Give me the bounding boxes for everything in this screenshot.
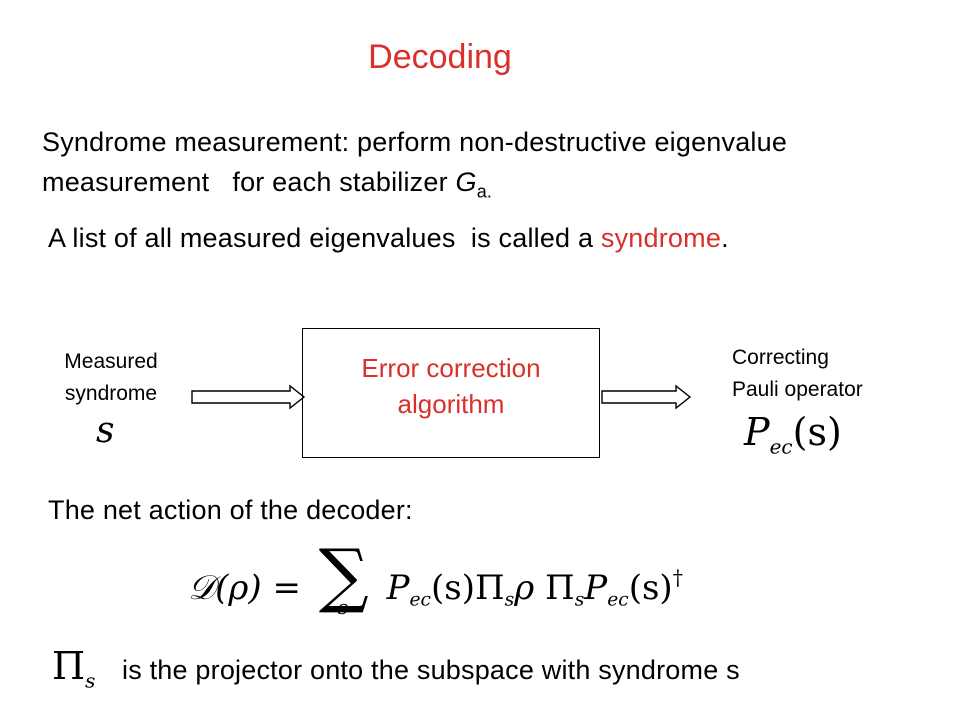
formula-P2: P <box>584 568 608 608</box>
syndrome-measurement-text: Syndrome measurement: perform non-destru… <box>42 122 787 211</box>
stabilizer-symbol: G <box>455 167 477 197</box>
error-correction-label-line2: algorithm <box>397 389 505 419</box>
formula-P1-arg: (s) <box>431 568 475 608</box>
syndrome-keyword: syndrome <box>600 223 722 253</box>
sigma-symbol: ∑ <box>318 534 369 616</box>
error-correction-box <box>302 328 600 458</box>
error-correction-label: Error correction algorithm <box>302 350 600 422</box>
input-label: Measured syndrome <box>46 346 176 410</box>
operator-subscript: ec <box>769 434 793 459</box>
projector-pi: Π <box>52 644 86 688</box>
sigma-index: s <box>337 595 349 619</box>
output-label: Correcting Pauli operator <box>732 342 863 406</box>
projector-pi-sub: s <box>85 668 96 693</box>
syndrome-measurement-line2-text: measurement for each stabilizer <box>42 167 456 197</box>
input-arrow <box>191 384 306 410</box>
decoder-formula: 𝒟(ρ) = ∑s Pec(s)Πsρ ΠsPec(s)† <box>188 535 683 641</box>
operator-P: P <box>744 410 770 454</box>
formula-P2-arg: (s) <box>628 568 673 608</box>
syndrome-measurement-line2: measurement for each stabilizer Ga. <box>42 162 787 211</box>
error-correction-label-line1: Error correction <box>361 353 541 383</box>
summation: ∑s <box>312 535 376 628</box>
projector-description: is the projector onto the subspace with … <box>122 655 740 685</box>
slide-title: Decoding <box>368 38 512 76</box>
syndrome-definition-before: A list of all measured eigenvalues is ca… <box>48 223 601 253</box>
formula-pi1-sub: s <box>504 589 515 611</box>
formula-pi2: Π <box>545 568 575 608</box>
operator-argument: (s) <box>792 410 842 454</box>
net-action-label: The net action of the decoder: <box>48 495 413 525</box>
syndrome-definition-text: A list of all measured eigenvalues is ca… <box>48 218 729 258</box>
formula-dagger: † <box>672 565 683 590</box>
syndrome-definition-after: . <box>721 223 729 253</box>
input-label-line2: syndrome <box>64 382 158 405</box>
input-label-line1: Measured <box>64 350 158 373</box>
formula-pi1: Π <box>474 568 505 608</box>
stabilizer-subscript: a. <box>476 181 493 202</box>
output-arrow <box>601 384 692 410</box>
formula-P2-sub: ec <box>607 589 629 611</box>
projector-symbol: Πs <box>52 644 95 693</box>
formula-pi2-sub: s <box>574 589 585 611</box>
output-label-line1: Correcting <box>732 346 829 369</box>
output-label-line2: Pauli operator <box>732 378 863 401</box>
correcting-operator-symbol: Pec(s) <box>744 410 842 459</box>
formula-P1-sub: ec <box>409 589 431 611</box>
formula-P1: P <box>386 568 410 608</box>
syndrome-measurement-line1: Syndrome measurement: perform non-destru… <box>42 127 788 157</box>
formula-rho: ρ <box>514 568 535 608</box>
input-syndrome-symbol: s <box>96 410 115 451</box>
formula-lhs: 𝒟(ρ) = <box>188 568 312 608</box>
